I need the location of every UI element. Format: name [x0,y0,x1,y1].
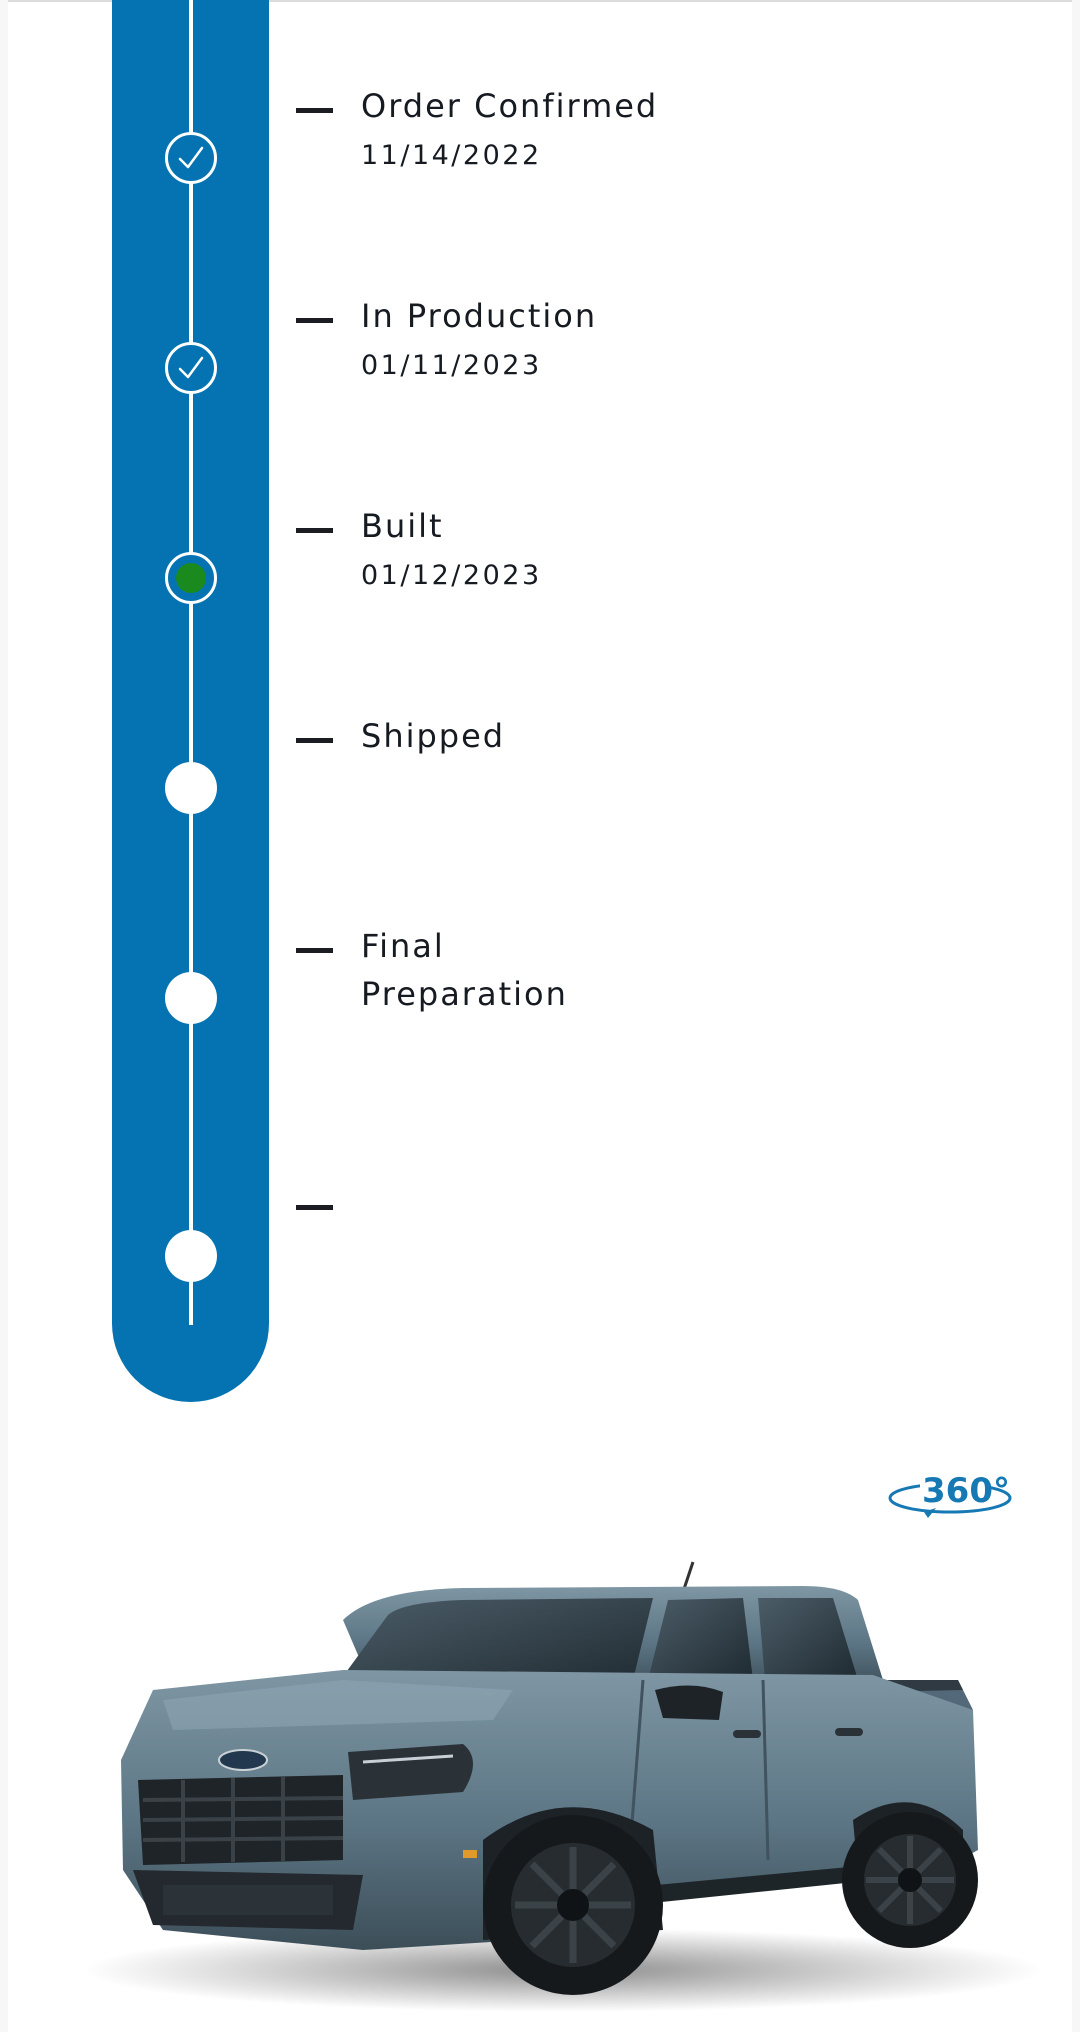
progress-line [189,0,193,1325]
current-status-dot [176,563,206,593]
pickup-truck-illustration [83,1561,1043,2012]
progress-track [112,0,269,1402]
step-title-line2: Preparation [361,975,568,1013]
step-pending-icon [165,762,217,814]
rotate-360-button[interactable]: 360° [884,1462,1022,1522]
step-title-line1: Final [361,927,445,965]
step-title: Shipped [361,717,506,755]
step-date: 01/11/2023 [361,350,542,381]
step-complete-icon [165,132,217,184]
top-divider [8,0,1072,2]
step-title: In Production [361,297,598,335]
step-date: 11/14/2022 [361,140,542,171]
rotate-360-icon: 360° [888,1471,1012,1518]
step-connector [296,1205,333,1210]
step-date: 01/12/2023 [361,560,542,591]
step-connector [296,948,333,953]
step-current-icon [165,552,217,604]
vehicle-image[interactable] [43,1530,1043,2020]
badge-label: 360° [922,1471,1010,1511]
step-pending-icon [165,972,217,1024]
step-pending-icon [165,1230,217,1282]
step-complete-icon [165,342,217,394]
step-connector [296,528,333,533]
checkmark-icon [178,146,204,169]
checkmark-icon [178,356,204,379]
order-tracker-page: Order Confirmed 11/14/2022 In Production… [8,0,1072,2032]
step-title: Built [361,507,444,545]
step-connector [296,108,333,113]
step-title: Order Confirmed [361,87,659,125]
step-connector [296,318,333,323]
step-connector [296,738,333,743]
